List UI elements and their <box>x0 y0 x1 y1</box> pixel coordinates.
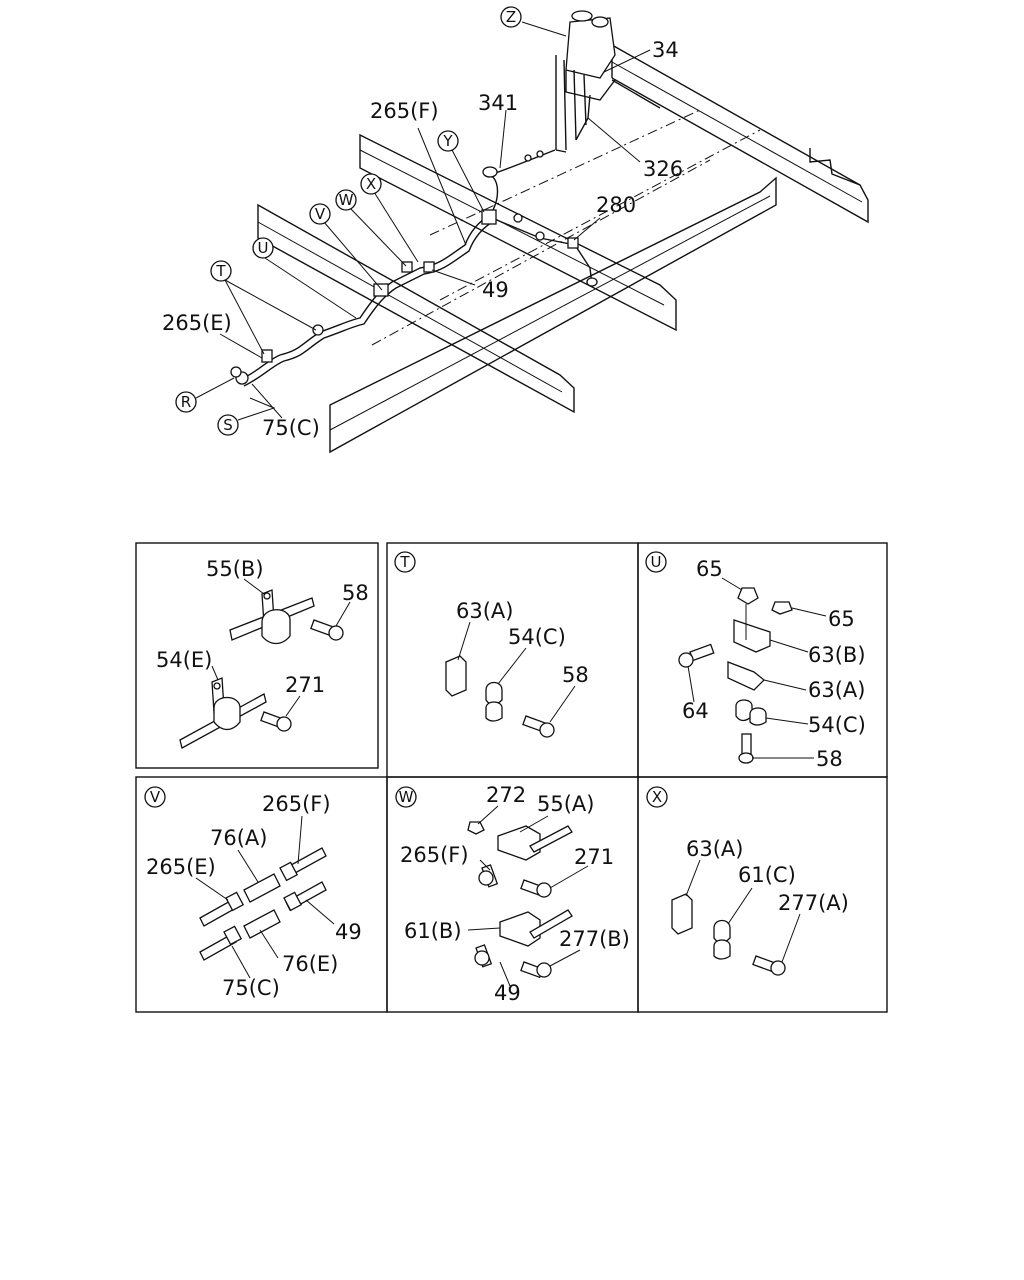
callout-z: Z <box>500 6 522 28</box>
svg-text:T: T <box>215 262 226 280</box>
svg-text:U: U <box>651 553 662 571</box>
callout-s: S <box>217 414 239 436</box>
panel-w-label-272: 272 <box>486 783 526 807</box>
frame-lower-rail <box>329 109 777 454</box>
panel-w-callout: W <box>395 786 417 808</box>
panel-w-label-55a: 55(A) <box>537 792 594 816</box>
callout-v: V <box>309 203 331 225</box>
panel-v-label-76e: 76(E) <box>282 952 338 976</box>
panel-u-label-63b: 63(B) <box>808 643 866 667</box>
svg-text:X: X <box>366 175 376 193</box>
panel-u-label-58: 58 <box>816 747 843 771</box>
panel-u-label-63a: 63(A) <box>808 678 865 702</box>
svg-text:U: U <box>258 239 269 257</box>
svg-text:W: W <box>399 788 414 806</box>
panel-w-label-271: 271 <box>574 845 614 869</box>
panel-u-label-65-right: 65 <box>828 607 855 631</box>
panel-x-callout: X <box>646 786 668 808</box>
panel-x-label-61c: 61(C) <box>738 863 796 887</box>
frame-crossmember-front <box>257 203 575 414</box>
panel-1-label-54e: 54(E) <box>156 648 212 672</box>
label-341: 341 <box>478 91 518 115</box>
panel-x-label-63a: 63(A) <box>686 837 743 861</box>
label-280: 280 <box>596 193 636 217</box>
panel-u-callout: U <box>645 551 667 573</box>
label-265e: 265(E) <box>162 311 232 335</box>
panel-v-label-76a: 76(A) <box>210 826 267 850</box>
panel-v-label-265e: 265(E) <box>146 855 216 879</box>
panel-1: 55(B) 58 54(E) 271 <box>156 557 369 749</box>
panel-v-label-49: 49 <box>335 920 362 944</box>
panel-1-label-58: 58 <box>342 581 369 605</box>
callout-y: Y <box>437 130 459 152</box>
main-assembly-view: 34 341 326 265(F) 280 49 265(E) 75(C) Z … <box>162 6 869 454</box>
panel-x-label-277a: 277(A) <box>778 891 849 915</box>
panel-w-label-61b: 61(B) <box>404 919 462 943</box>
svg-text:R: R <box>181 393 191 411</box>
svg-text:V: V <box>315 205 326 223</box>
panel-u-label-65-top: 65 <box>696 557 723 581</box>
panel-x: X 63(A) 61(C) 277(A) <box>646 786 849 976</box>
svg-text:S: S <box>223 416 233 434</box>
label-75c: 75(C) <box>262 416 320 440</box>
panel-1-label-55b: 55(B) <box>206 557 264 581</box>
svg-text:W: W <box>339 191 354 209</box>
panel-t: T 63(A) 54(C) 58 <box>394 551 589 738</box>
label-326: 326 <box>643 157 683 181</box>
panel-v: V 265(F) 76(A) 265(E) 49 76(E) 75(C) <box>144 786 362 1000</box>
panel-u-label-64: 64 <box>682 699 709 723</box>
frame-crossmember-upper <box>611 44 869 224</box>
label-265f: 265(F) <box>370 99 439 123</box>
reservoir-tank <box>555 10 616 153</box>
panel-w-label-49: 49 <box>494 981 521 1005</box>
panel-1-label-271: 271 <box>285 673 325 697</box>
callout-r: R <box>175 391 197 413</box>
svg-text:T: T <box>399 553 410 571</box>
panel-t-label-58: 58 <box>562 663 589 687</box>
panel-t-callout: T <box>394 551 416 573</box>
callout-u: U <box>252 237 274 259</box>
label-34: 34 <box>652 38 679 62</box>
panel-v-callout: V <box>144 786 166 808</box>
panel-w: W 272 55(A) 265(F) 271 61(B) 277(B) 49 <box>395 783 630 1005</box>
panel-t-label-54c: 54(C) <box>508 625 566 649</box>
panel-t-label-63a: 63(A) <box>456 599 513 623</box>
panel-v-label-265f: 265(F) <box>262 792 331 816</box>
detail-panels <box>135 542 888 1013</box>
pipe-line <box>239 149 593 387</box>
callout-x: X <box>360 173 382 195</box>
panel-w-label-277b: 277(B) <box>559 927 630 951</box>
svg-text:Y: Y <box>442 132 453 150</box>
callout-t: T <box>210 260 232 282</box>
panel-u-label-54c: 54(C) <box>808 713 866 737</box>
svg-text:V: V <box>150 788 161 806</box>
panel-v-label-75c: 75(C) <box>222 976 280 1000</box>
panel-u: U 65 65 63(B) 64 63(A) 54(C) 58 <box>645 551 866 771</box>
callout-w: W <box>335 189 357 211</box>
svg-text:Z: Z <box>506 8 516 26</box>
svg-text:X: X <box>652 788 662 806</box>
leader-lines-main <box>195 21 651 421</box>
panel-w-label-265f: 265(F) <box>400 843 469 867</box>
line-fittings <box>230 150 598 385</box>
label-49: 49 <box>482 278 509 302</box>
